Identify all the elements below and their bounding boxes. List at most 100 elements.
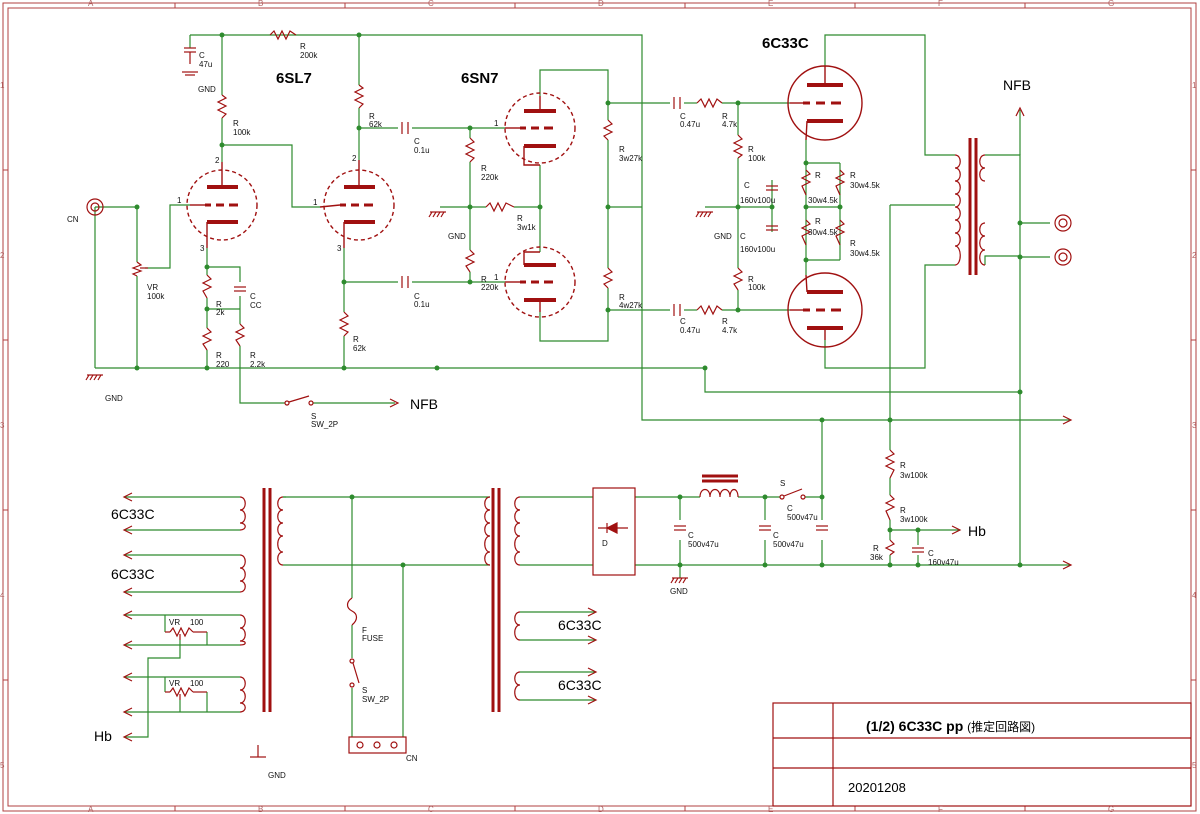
label-r62a-ref: R (369, 112, 375, 121)
label-r3w100a-ref: R (900, 461, 906, 470)
label-cc-val: CC (250, 301, 262, 310)
label-r2k-val: 2k (216, 308, 225, 317)
resistor-r100k-b (732, 267, 744, 291)
label-r220-ref: R (216, 351, 222, 360)
resistor-r27a (602, 119, 614, 141)
label-cc-ref: C (250, 292, 256, 301)
tube-6sl7-a (186, 162, 258, 248)
cap-c047a (673, 97, 681, 109)
resistor-r62b (338, 311, 350, 337)
col-label-g: G (1108, 0, 1115, 8)
label-r3w1k-ref: R (517, 214, 523, 223)
label-sw2-ref: S (780, 479, 786, 488)
row-label-5: 5 (0, 761, 5, 770)
cap-c01b (401, 276, 409, 288)
resistor-r47a (696, 97, 723, 109)
resistor-r47b (696, 304, 723, 316)
output-transformer (954, 138, 986, 275)
pot-vr2 (169, 626, 194, 638)
label-r47a-val: 4.7k (722, 120, 738, 129)
jack-out2 (1054, 248, 1072, 266)
col-label-b-bottom: B (258, 805, 264, 814)
cap-c500c (816, 525, 828, 531)
resistor-r22k (234, 323, 246, 347)
col-label-f: F (938, 0, 943, 8)
label-sw1-ref: S (311, 412, 317, 421)
resistor-r200k (269, 29, 297, 41)
label-r22k-val: 2.2k (250, 360, 266, 369)
label-cn2: CN (406, 754, 418, 763)
label-c01b-ref: C (414, 292, 420, 301)
col-label-d: D (598, 0, 604, 8)
cap-c160c (912, 547, 924, 553)
wires (94, 34, 1070, 738)
label-r45c-val: 30w4.5k (808, 228, 838, 237)
cap-c500b (759, 525, 771, 531)
label-cn1: CN (67, 215, 79, 224)
label-vr3-ref: VR (169, 679, 181, 688)
label-r62b-val: 62k (353, 344, 366, 353)
resistor-r220k (464, 137, 476, 163)
terminal-hb-left: Hb (94, 728, 112, 744)
resistor-r100k (216, 94, 228, 119)
power-connector (348, 736, 407, 754)
jack-out1 (1054, 214, 1072, 232)
label-pin2-6sl7b: 2 (352, 154, 357, 163)
label-r47a-ref: R (722, 112, 728, 121)
cap-c160b (766, 225, 778, 231)
cap-c500a (674, 525, 686, 531)
col-label-a: A (88, 0, 94, 8)
label-c01a-val: 0.1u (414, 146, 430, 155)
label-r27a-ref: R (619, 145, 625, 154)
label-r100kb-val: 100k (748, 283, 766, 292)
label-r3w100b-ref: R (900, 506, 906, 515)
row-label-2: 2 (0, 251, 5, 260)
col-label-d-bottom: D (598, 805, 604, 814)
terminal-nfb-out: NFB (410, 396, 438, 412)
switch-sw1 (284, 395, 314, 406)
pot-vr100k (131, 261, 143, 277)
label-r3w100a-val: 3w100k (900, 471, 928, 480)
label-r220-val: 220 (216, 360, 230, 369)
col-label-g-bottom: G (1108, 805, 1115, 814)
title-text: (1/2) 6C33C pp (866, 718, 964, 734)
label-gnd6: GND (268, 771, 286, 780)
label-r45d-ref: R (850, 239, 856, 248)
label-sw1-val: SW_2P (311, 420, 339, 429)
label-c500c-ref: C (787, 504, 793, 513)
col-label-b: B (258, 0, 264, 8)
label-r45b-ref: R (850, 171, 856, 180)
resistor-r3w100b (884, 494, 896, 521)
label-c160a-val: 160v100u (740, 196, 776, 205)
label-r220kb-ref: R (481, 275, 487, 284)
label-fuse-val: FUSE (362, 634, 384, 643)
label-c160c-ref: C (928, 549, 934, 558)
resistor-r45a (800, 169, 812, 196)
label-r3w1k-val: 3w1k (517, 223, 536, 232)
label-c500a-ref: C (688, 531, 694, 540)
label-r2k-ref: R (216, 300, 222, 309)
terminal-heater-3: 6C33C (558, 617, 602, 633)
resistor-r220 (201, 327, 213, 351)
tube-label-6sn7: 6SN7 (461, 70, 499, 87)
label-c047b-ref: C (680, 317, 686, 326)
components (85, 29, 1072, 758)
cap-c047b (673, 304, 681, 316)
tube-6sn7-b (504, 246, 576, 318)
label-gnd2: GND (448, 232, 466, 241)
label-pin3-6sl7b: 3 (337, 244, 342, 253)
resistor-r100k-a (732, 134, 744, 159)
label-c160a-ref: C (744, 181, 750, 190)
tube-6sl7-b (319, 160, 395, 248)
resistor-r45c (800, 219, 812, 246)
row-label-2-right: 2 (1192, 251, 1197, 260)
label-vr3-val: 100 (190, 679, 204, 688)
label-r27b-ref: R (619, 293, 625, 302)
label-vr2-val: 100 (190, 618, 204, 627)
label-r45b-val: 30w4.5k (850, 181, 880, 190)
label-c47-ref: C (199, 51, 205, 60)
col-label-a-bottom: A (88, 805, 94, 814)
power-transformer-2 (484, 488, 521, 712)
label-vr-ref: VR (147, 283, 159, 292)
